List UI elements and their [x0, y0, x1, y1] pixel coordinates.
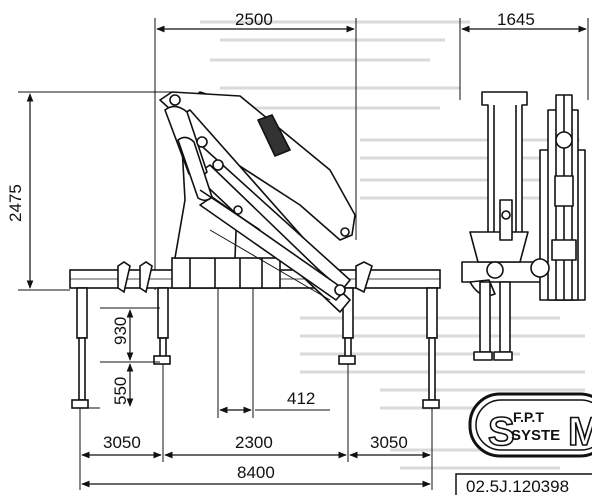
dimension-1645: 1645 [459, 10, 589, 100]
dimension-412: 412 [217, 288, 330, 418]
document-code-box: 02.5J.120398 [455, 473, 592, 495]
dimension-2475: 2475 [6, 91, 175, 291]
crane-base-beam [69, 257, 441, 294]
dimension-930-550: 930 550 [80, 307, 160, 409]
outrigger-legs [71, 287, 440, 409]
dimension-550-label: 550 [111, 377, 130, 405]
crane-boom-assembly [159, 91, 356, 313]
dimension-3050-left-label: 3050 [103, 433, 141, 452]
dimension-2500-label: 2500 [235, 10, 273, 29]
dimension-2475-label: 2475 [6, 184, 25, 222]
dimension-2500: 2500 [154, 10, 357, 290]
document-code: 02.5J.120398 [466, 477, 569, 495]
crane-side-view [461, 91, 586, 361]
dimension-8400: 8400 [81, 463, 431, 488]
logo-s-letter: S [488, 410, 515, 454]
dimension-412-label: 412 [287, 389, 315, 408]
logo-m-letter: M [568, 410, 592, 454]
dimension-spans: 3050 2300 3050 [79, 364, 433, 490]
logo-brand-bottom: SYSTE [511, 427, 560, 444]
dimension-8400-label: 8400 [237, 463, 275, 482]
dimension-3050-right-label: 3050 [370, 433, 408, 452]
dimension-930-label: 930 [111, 317, 130, 345]
fpt-logo: S F.P.T SYSTE M [468, 392, 592, 458]
dimension-2300-label: 2300 [235, 433, 273, 452]
logo-brand-top: F.P.T [513, 409, 544, 425]
dimension-1645-label: 1645 [497, 10, 535, 29]
